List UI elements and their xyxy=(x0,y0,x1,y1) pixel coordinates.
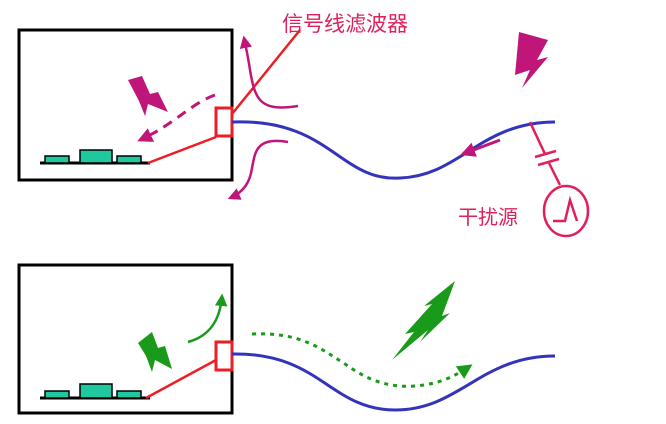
device-enclosure-bottom xyxy=(17,263,234,415)
signal-cable-top xyxy=(231,120,556,180)
filter-label: 信号线滤波器 xyxy=(282,12,408,36)
immunity-bolt-icon xyxy=(138,332,172,372)
circuit-board-top xyxy=(40,149,150,165)
filter-pointer-line xyxy=(231,29,301,115)
internal-wire-top xyxy=(147,135,217,165)
lightning-bolt-icon xyxy=(392,281,455,360)
signal-filter-bottom xyxy=(214,340,234,372)
interference-source-label: 干扰源 xyxy=(458,205,518,229)
signal-filter-top xyxy=(214,106,234,138)
circuit-board-bottom xyxy=(40,383,150,400)
noise-coupling-path xyxy=(528,121,562,186)
pulse-source-icon xyxy=(542,184,590,238)
internal-wire-bottom xyxy=(145,358,217,400)
radiated-noise-arrow-up xyxy=(239,35,299,109)
signal-cable-bottom xyxy=(231,352,556,412)
coupled-noise-arrow xyxy=(460,138,501,157)
lightning-bolt-icon xyxy=(515,32,548,88)
emission-bolt-icon xyxy=(128,76,168,116)
radiated-noise-arrow-down xyxy=(227,139,289,200)
deflected-noise-arrow xyxy=(187,293,228,344)
device-enclosure-top xyxy=(17,28,234,182)
internal-noise-arrow xyxy=(137,93,216,142)
capacitor-icon xyxy=(534,149,557,159)
conducted-noise-arrow xyxy=(251,332,473,388)
